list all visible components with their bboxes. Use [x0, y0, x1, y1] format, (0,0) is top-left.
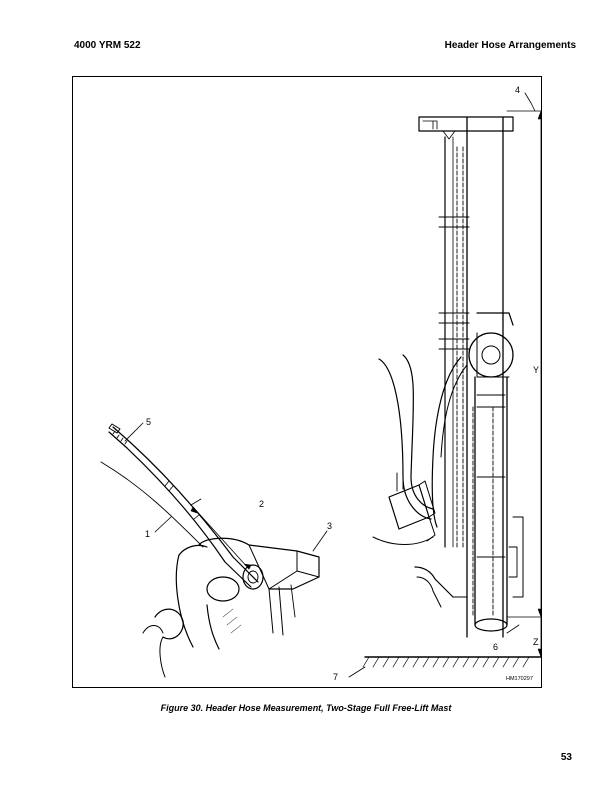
callout-4: 4: [515, 85, 520, 95]
figure-frame: 1 2 3 4 5 6 7 Y Z HM170297: [72, 76, 542, 688]
callout-7: 7: [333, 672, 338, 682]
image-code: HM170297: [506, 676, 533, 682]
callout-1: 1: [145, 529, 150, 539]
page-number: 53: [560, 752, 572, 763]
section-title: Header Hose Arrangements: [444, 40, 576, 51]
hose-measurement-detail: [100, 423, 320, 678]
mast-side-view: [372, 92, 541, 658]
floor-line: [348, 656, 541, 678]
document-code: 4000 YRM 522: [74, 40, 141, 51]
dimension-y-label: Y: [533, 365, 539, 375]
mast-hose-illustration: 1 2 3 4 5 6 7 Y Z HM170297: [100, 85, 541, 682]
callout-3: 3: [327, 521, 332, 531]
callout-5: 5: [146, 417, 151, 427]
dimension-z-label: Z: [533, 637, 539, 647]
callout-2: 2: [259, 499, 264, 509]
figure-caption: Figure 30. Header Hose Measurement, Two-…: [160, 703, 452, 713]
callout-6: 6: [493, 642, 498, 652]
